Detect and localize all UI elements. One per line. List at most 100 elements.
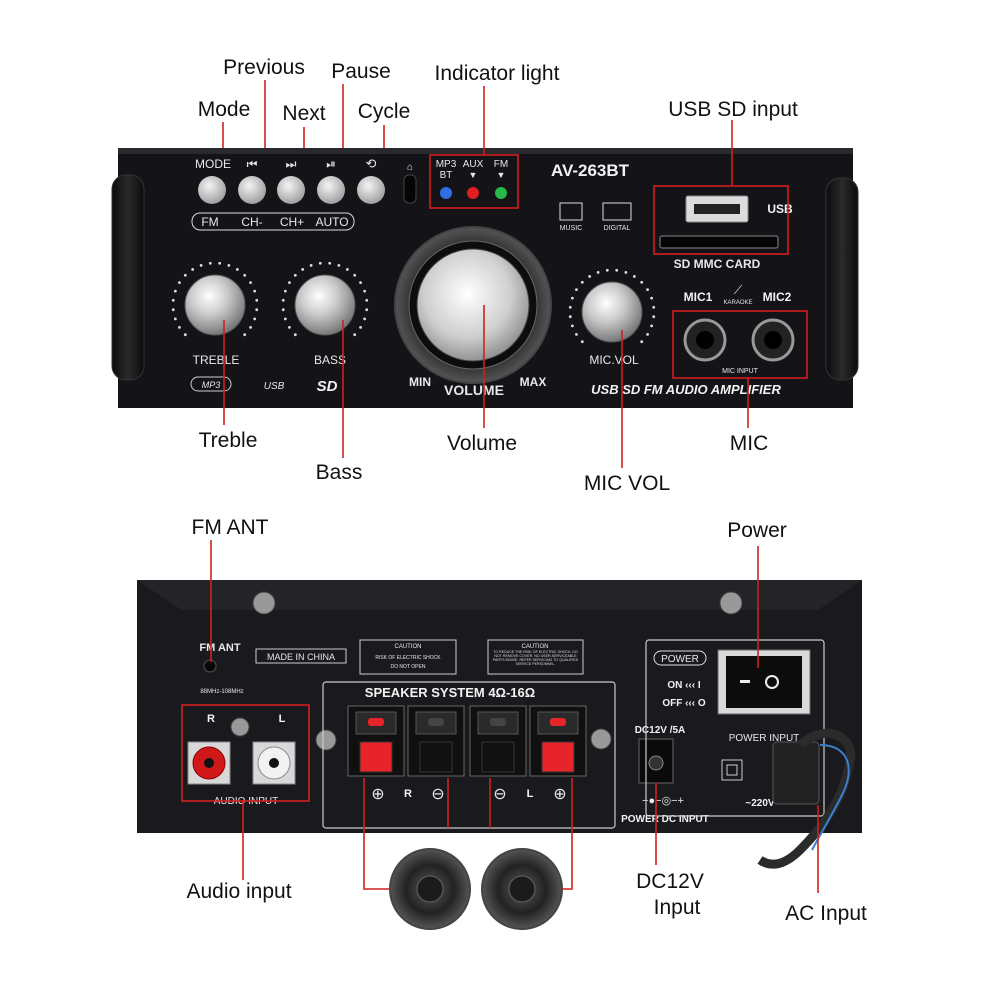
- cycle-button[interactable]: [357, 176, 385, 204]
- fm-freq-label: 88MHz-108MHz: [200, 689, 243, 695]
- volume-callout: Volume: [447, 432, 517, 455]
- svg-text:MP3: MP3: [202, 380, 221, 390]
- knob-scale-dot: [249, 281, 252, 285]
- terminal-lever[interactable]: [541, 741, 575, 773]
- volume-label: VOLUME: [444, 382, 504, 398]
- terminal-lever[interactable]: [419, 741, 453, 773]
- knob-scale-dot: [283, 317, 287, 321]
- svg-text:CAUTION: CAUTION: [522, 644, 549, 650]
- knob-scale-dot: [568, 305, 572, 309]
- knob-scale-dot: [243, 273, 247, 277]
- auto-sub-label: AUTO: [315, 215, 348, 229]
- mode-button[interactable]: [198, 176, 226, 204]
- terminal-wire-hole: [490, 718, 506, 726]
- usb-label: USB: [767, 202, 793, 216]
- usb-sd-highlight-box: [653, 185, 789, 255]
- sd-card-label: SD MMC CARD: [674, 257, 761, 271]
- fm-digital-icon: [602, 202, 632, 221]
- screw-top-right: [719, 591, 743, 615]
- mic-vol-knob[interactable]: [581, 281, 643, 343]
- next-callout: Next: [282, 102, 325, 125]
- usb-sd-input-callout: USB SD input: [668, 98, 798, 121]
- knob-scale-dot: [218, 261, 222, 265]
- power-panel-label: POWER: [661, 654, 699, 665]
- ac-input-callout: AC Input: [785, 902, 867, 925]
- knob-scale-dot: [337, 263, 341, 267]
- power-switch[interactable]: [726, 656, 802, 708]
- cycle-callout: Cycle: [358, 100, 411, 123]
- rca-left-label: L: [279, 713, 286, 725]
- knob-scale-dot: [173, 289, 177, 293]
- knob-scale-dot: [652, 315, 656, 319]
- ac-power-cord: [757, 728, 856, 869]
- volume-max-label: MAX: [520, 375, 547, 389]
- knob-scale-dot: [646, 332, 649, 336]
- power-input-label: POWER INPUT: [729, 733, 800, 744]
- ch-plus-sub-label: CH+: [280, 215, 304, 229]
- knob-scale-dot: [309, 263, 313, 267]
- off-label: OFF ‹‹‹ O: [662, 698, 706, 709]
- treble-label: TREBLE: [193, 353, 240, 367]
- terminal-lever[interactable]: [359, 741, 393, 773]
- knob-scale-dot: [227, 263, 231, 267]
- knob-scale-dot: [640, 340, 644, 344]
- karaoke-mic-icon: ⟋: [734, 283, 743, 297]
- mp3-logo: [190, 376, 232, 392]
- next-button[interactable]: [277, 176, 305, 204]
- made-in-label: MADE IN CHINA: [267, 652, 335, 662]
- pause-label: ⏯: [326, 157, 336, 171]
- dc-label: DC12V /5A: [635, 725, 686, 736]
- knob-scale-dot: [173, 317, 177, 321]
- power-callout: Power: [727, 519, 787, 542]
- fm-ant-label: FM ANT: [199, 642, 240, 654]
- terminal-lever[interactable]: [481, 741, 515, 773]
- screw-mid-left: [315, 729, 337, 751]
- knob-scale-dot: [249, 325, 252, 329]
- ac-cord-blue-wire: [811, 744, 850, 851]
- indicator-highlight-box: [429, 154, 519, 209]
- svg-text:CAUTION: CAUTION: [395, 644, 422, 650]
- knob-scale-dot: [359, 325, 362, 329]
- knob-scale-dot: [580, 340, 584, 344]
- fm-ant-jack[interactable]: [203, 659, 217, 673]
- knob-scale-dot: [281, 308, 285, 312]
- knob-scale-dot: [365, 308, 369, 312]
- knob-scale-dot: [293, 333, 297, 337]
- ac-voltage-label: ~220V: [745, 798, 775, 809]
- knob-scale-dot: [632, 275, 636, 278]
- knob-scale-dot: [255, 298, 259, 302]
- mic-callout: MIC: [730, 432, 769, 455]
- knob-scale-dot: [171, 308, 175, 312]
- knob-scale-dot: [255, 308, 259, 312]
- volume-min-label: MIN: [409, 375, 431, 389]
- knob-scale-dot: [178, 325, 181, 329]
- footer-title: USB SD FM AUDIO AMPLIFIER: [591, 382, 781, 397]
- mode-callout: Mode: [198, 98, 251, 121]
- knob-scale-dot: [301, 268, 305, 271]
- fm-indicator-label: FM: [494, 159, 508, 170]
- volume-knob[interactable]: [416, 248, 530, 362]
- sd-card-slot[interactable]: [659, 235, 779, 249]
- pause-button[interactable]: [317, 176, 345, 204]
- knob-scale-dot: [588, 275, 592, 278]
- dc-jack[interactable]: [638, 738, 674, 784]
- pause-callout: Pause: [331, 60, 391, 83]
- svg-text:RISK OF ELECTRIC SHOCK: RISK OF ELECTRIC SHOCK: [375, 655, 441, 661]
- knob-scale-dot: [650, 324, 654, 328]
- minus-icon-r: ⊖: [431, 786, 444, 803]
- terminal-wire-hole: [550, 718, 566, 726]
- knob-scale-dot: [570, 324, 574, 328]
- knob-scale-dot: [328, 261, 332, 265]
- knob-dot-rings: [171, 261, 656, 344]
- knob-scale-dot: [288, 281, 291, 285]
- treble-callout: Treble: [199, 429, 258, 452]
- karaoke-label: KARAOKE: [723, 300, 752, 306]
- screw-top-left: [252, 591, 276, 615]
- previous-label: ⏮: [247, 157, 258, 171]
- bass-knob[interactable]: [294, 274, 356, 336]
- previous-button[interactable]: [238, 176, 266, 204]
- knob-scale-dot: [652, 305, 656, 309]
- svg-text:▼: ▼: [469, 170, 478, 180]
- treble-knob[interactable]: [184, 274, 246, 336]
- bass-label: BASS: [314, 353, 346, 367]
